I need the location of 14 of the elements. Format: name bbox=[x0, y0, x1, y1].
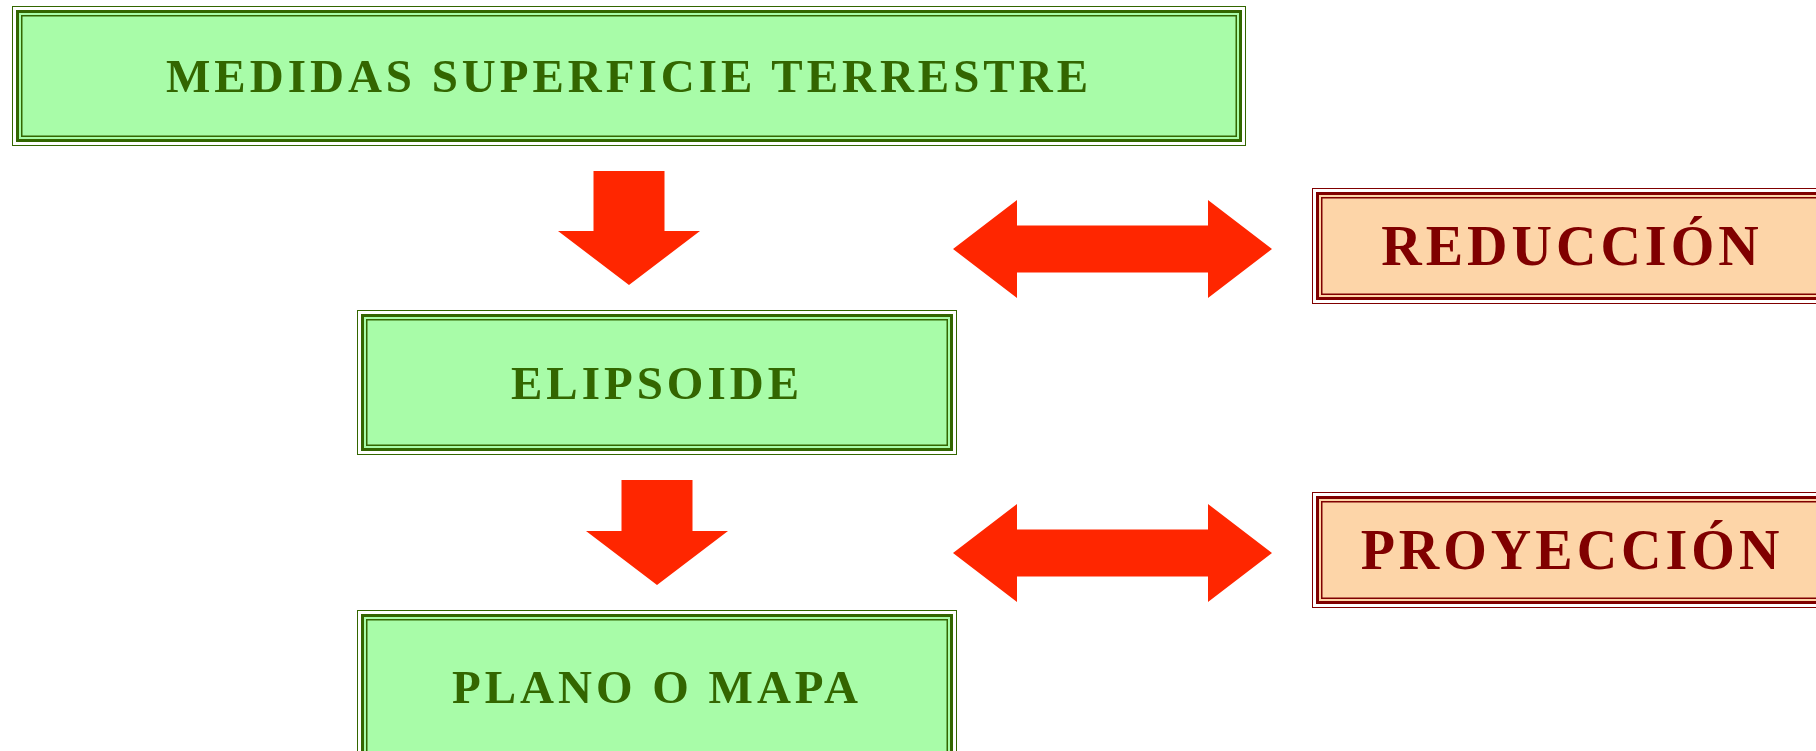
box-label: MEDIDAS SUPERFICIE TERRESTRE bbox=[166, 49, 1092, 103]
process-box bbox=[357, 610, 957, 751]
down-arrow bbox=[558, 171, 700, 285]
down-arrow bbox=[586, 480, 728, 585]
method-box bbox=[1312, 188, 1816, 304]
box-label: PROYECCIÓN bbox=[1360, 518, 1784, 582]
double-arrow bbox=[953, 200, 1272, 298]
method-box bbox=[1312, 492, 1816, 608]
process-box bbox=[12, 6, 1246, 146]
double-arrow bbox=[953, 504, 1272, 602]
process-box bbox=[357, 310, 957, 455]
box-label: REDUCCIÓN bbox=[1381, 214, 1763, 278]
box-label: PLANO O MAPA bbox=[452, 660, 862, 714]
box-label: ELIPSOIDE bbox=[511, 355, 803, 410]
